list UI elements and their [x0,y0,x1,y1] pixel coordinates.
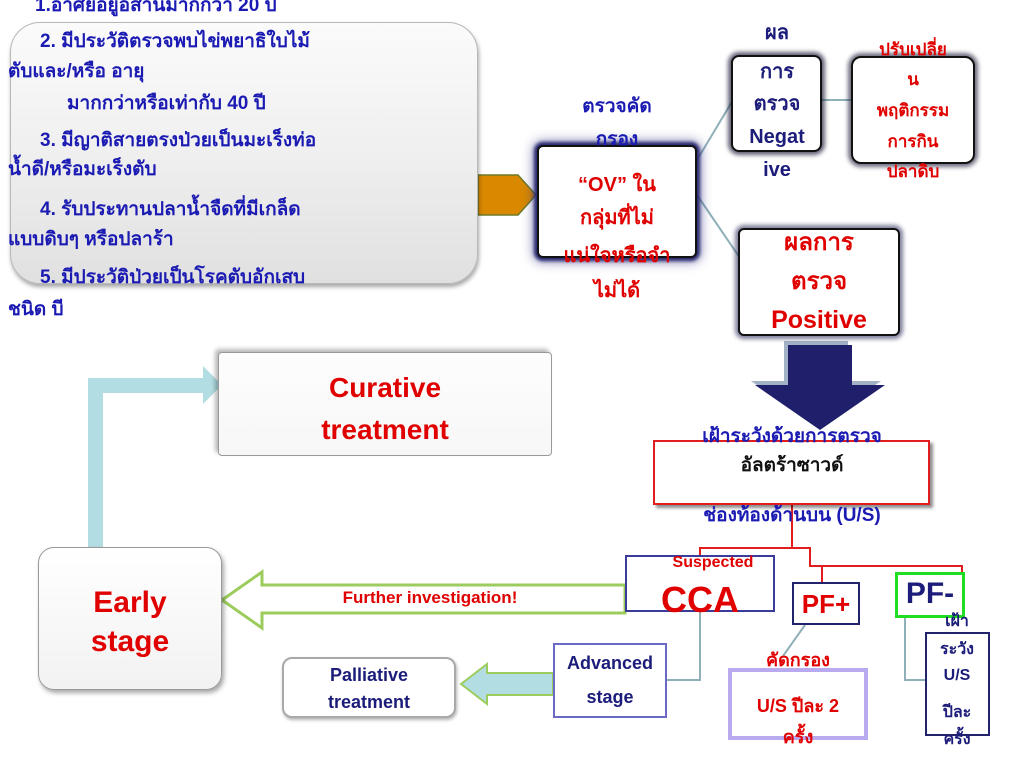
pf-positive-box [792,582,860,625]
suspected-cca-box [625,555,775,612]
curative-up-arrow [88,366,222,547]
palliative-treatment-line-1: Palliative [329,665,409,685]
surveillance-us-line-5: ครั้ง [943,731,971,748]
down-arrow [755,345,885,430]
advanced-stage-line-1: Advanced [566,653,654,673]
pf-negative-box [895,572,965,618]
positive-result-line-2: ตรวจ [790,268,847,295]
ultrasound-surveillance-line-1: เฝ้าระวังด้วยการตรวจ [702,426,882,447]
connector-ov-to-negative [696,99,734,161]
ultrasound-surveillance-line-2: อัลตร้าซาวด์ [740,455,844,476]
curative-arrow-vertical [88,378,103,547]
palliative-arrow [459,661,554,707]
risk-criteria-line-3: ตับและ/หรือ อายุ [8,61,145,82]
risk-criteria-line-8: แบบดิบๆ หรือปลาร้า [8,229,174,250]
behavior-change-box [851,56,975,164]
negative-result-line-5: ive [763,159,791,181]
screening-us-line-2: U/S ปีละ 2 [756,696,840,716]
ov-group-line-2: กลุ่มที่ไม่ [580,207,654,229]
suspected-cca-small: Suspected [672,554,754,571]
behavior-change-line-3: พฤติกรรม [876,101,950,120]
behavior-change-line-5: ปลาดิบ [886,162,940,181]
pf-positive-label: PF+ [801,589,851,619]
further-investigation-label: Further investigation! [342,588,518,607]
connector-pfplus-to-screening [782,624,806,657]
curative-treatment-line-1: Curative [328,372,442,403]
surveillance-us-line-1: เฝ้า [945,613,969,630]
ov-group-line-3: แน่ใจหรือจำ [563,245,671,267]
connector-cca-to-advanced [667,612,701,681]
risk-criteria-line-10: ชนิด บี [8,299,64,320]
curative-arrow-head [203,366,222,404]
orange-arrow [477,174,538,216]
negative-result-line-1: ผล [765,22,789,44]
surveillance-us-line-2: ระวัง [940,641,974,658]
risk-criteria-line-2: 2. มีประวัติตรวจพบไข่พยาธิใบไม้ [40,31,310,52]
positive-result-line-1: ผลการ [784,229,854,256]
surveillance-us-line-3: U/S [943,667,971,684]
ultrasound-surveillance-line-3: ช่องท้องด้านบน (U/S) [703,505,881,526]
advanced-stage-box [553,643,667,718]
risk-criteria-line-9: 5. มีประวัติป่วยเป็นโรคตับอักเสบ [40,267,306,288]
early-stage-line-1: Early [93,586,167,619]
palliative-treatment-box [282,657,456,718]
negative-result-box [731,55,822,152]
palliative-treatment-line-2: treatment [327,692,411,712]
curative-arrow-horizontal [88,378,203,393]
behavior-change-line-1: ปรับเปลี่ย [879,40,947,59]
screening-us-line-3: ครั้ง [782,727,814,747]
negative-result-line-2: การ [759,61,795,83]
red-connector-tree [699,505,963,582]
risk-criteria-line-7: 4. รับประทานปลาน้ำจืดที่มีเกล็ด [40,199,301,220]
surveillance-us-box [925,632,990,736]
behavior-change-line-2: น [907,70,919,89]
pf-negative-label: PF- [905,577,955,610]
behavior-change-line-4: การกิน [887,132,939,151]
suspected-cca-large: CCA [661,579,739,620]
early-stage-box [38,547,222,690]
positive-result-box [738,228,900,336]
ultrasound-surveillance-box [653,440,930,505]
positive-result-line-3: Positive [771,306,867,334]
connector-ov-to-positive [696,194,741,259]
ov-group-box [537,145,697,258]
connector-pfminus-to-surveillance [904,618,925,681]
risk-criteria-box [10,22,478,284]
screening-label-line-1: ตรวจคัด [582,96,652,117]
risk-criteria-line-1: 1.อาศัยอยู่อีสานมากกว่า 20 ปี [35,0,277,16]
ov-group-line-1: “OV” ใน [578,174,656,196]
negative-result-line-3: ตรวจ [753,93,801,115]
advanced-stage-line-2: stage [586,687,634,707]
curative-treatment-box [218,352,552,456]
screening-us-line-1: คัดกรอง [766,650,830,670]
screening-us-box [728,668,868,740]
curative-treatment-line-2: treatment [321,414,449,445]
risk-criteria-line-4: มากกว่าหรือเท่ากับ 40 ปี [67,93,266,114]
screening-label-line-2: กรอง [595,129,639,150]
further-investigation-arrow [219,569,627,631]
early-stage-line-2: stage [90,625,170,658]
surveillance-us-line-4: ปีละ [942,704,972,721]
negative-result-line-4: Negat [749,126,805,148]
ov-group-line-4: ไม่ได้ [593,280,641,302]
risk-criteria-line-6: น้ำดี/หรือมะเร็งตับ [8,159,157,180]
risk-criteria-line-5: 3. มีญาติสายตรงป่วยเป็นมะเร็งท่อ [40,130,317,151]
